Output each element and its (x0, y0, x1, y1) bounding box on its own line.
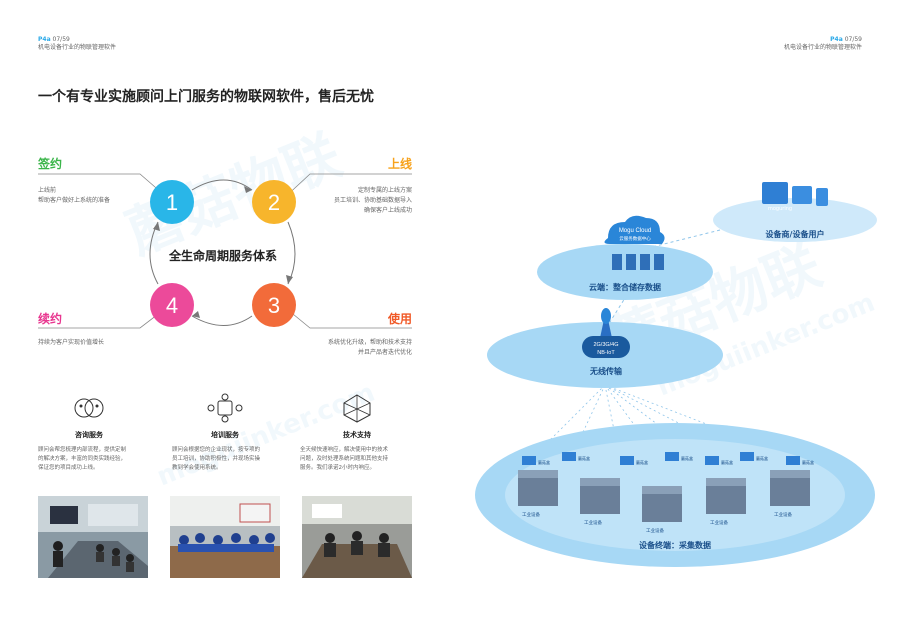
page-header-left: P4a 07/59 机电设备行业的物联管理软件 (38, 36, 116, 52)
svg-text:蘑菇盒: 蘑菇盒 (578, 455, 590, 461)
svg-text:蘑菇盒: 蘑菇盒 (721, 459, 733, 465)
cloud-icon (604, 215, 665, 244)
page-header-right: P4a 07/59 机电设备行业的物联管理软件 (784, 36, 862, 52)
service-title-consulting: 咨询服务 (75, 431, 103, 439)
svg-text:工业设备: 工业设备 (710, 519, 728, 526)
stage-desc-sign: 上线前 帮助客户做好上系统的准备 (38, 187, 111, 204)
service-title-training: 培训服务 (211, 431, 239, 439)
wireless-tier-label: 无线传输 (589, 366, 623, 376)
network-architecture-diagram: moguring 设备商/设备用户 Mogu Cloud 云服务数据中心 云端：… (475, 182, 877, 567)
photo-consulting-meeting (38, 496, 148, 578)
service-title-tech-support: 技术支持 (343, 431, 371, 439)
lifecycle-node-2 (252, 180, 296, 224)
stage-desc-renew: 持续为客户实现价值增长 (38, 339, 105, 346)
page-number: P4a (38, 36, 51, 43)
arrowhead-icon (244, 186, 252, 193)
arrowhead-icon (153, 222, 160, 231)
page-title: 一个有专业实施顾问上门服务的物联网软件，售后无忧 (38, 89, 374, 105)
page-total: 07/59 (844, 36, 862, 43)
consulting-icon (74, 398, 104, 418)
svg-text:蘑菇盒: 蘑菇盒 (802, 459, 814, 465)
arrowhead-icon (286, 275, 293, 284)
loop-arrow (149, 221, 159, 285)
laptop-icon (792, 186, 812, 204)
svg-text:蘑菇盒: 蘑菇盒 (538, 459, 550, 465)
svg-text:工业设备: 工业设备 (584, 519, 602, 526)
lifecycle-node-4 (150, 283, 194, 327)
node-number: 3 (268, 293, 280, 318)
desktop-icon (762, 182, 788, 204)
loop-arrow (191, 179, 253, 191)
cloud-label: Mogu Cloud (619, 228, 651, 234)
svg-text:蘑菇盒: 蘑菇盒 (681, 455, 693, 461)
svg-text:工业设备: 工业设备 (646, 527, 664, 534)
svg-text:蘑菇盒: 蘑菇盒 (636, 459, 648, 465)
cloud-tier-ellipse (537, 244, 713, 300)
service-desc-tech-support: 全天候快速响应，解决使用中的技术问题，及时处理系统问题和其他支持服务。我们承诺2… (300, 447, 389, 471)
phone-icon (816, 188, 828, 206)
lifecycle-node-3 (252, 283, 296, 327)
connector-line (281, 173, 412, 201)
svg-text:蘑菇盒: 蘑菇盒 (756, 455, 768, 461)
node-number: 2 (268, 190, 280, 215)
wireless-tag (582, 336, 630, 358)
page-number: P4a (830, 36, 843, 43)
iot-box-group: 蘑菇盒 蘑菇盒 蘑菇盒 蘑菇盒 蘑菇盒 蘑菇盒 蘑菇盒 (522, 452, 814, 465)
node-number: 1 (166, 190, 178, 215)
stage-desc-use: 系统优化升级，帮助和技术支持 并且产品者迭代优化 (327, 339, 412, 356)
antenna-icon (601, 308, 611, 324)
training-icon (207, 393, 243, 423)
industrial-equipment-group: 工业设备 工业设备 工业设备 工业设备 工业设备 (518, 470, 810, 534)
photo-tech-support (302, 496, 412, 578)
connector-line (281, 304, 412, 329)
service-desc-training: 顾问会根据您的企业现状，按专项的员工培训，协助积极性，并现场实操教到学会使用系统… (172, 447, 261, 471)
loop-arrow (287, 221, 296, 285)
wireless-tag-label: 2G/3G/4G (593, 342, 618, 348)
photo-training-session (170, 496, 280, 578)
tech-support-icon (343, 394, 371, 423)
header-subtitle: 机电设备行业的物联管理软件 (38, 44, 117, 51)
cloud-tier-label: 云端：整合储存数据 (589, 282, 661, 292)
svg-text:工业设备: 工业设备 (522, 511, 540, 518)
stage-desc-launch: 定制专属的上线方案 员工培训、协助基础数据导入 确保客户上线成功 (333, 187, 412, 214)
svg-text:工业设备: 工业设备 (774, 511, 792, 518)
server-rack-icon (612, 254, 664, 270)
stage-label-use: 使用 (388, 312, 413, 326)
lifecycle-center-label: 全生命周期服务体系 (168, 248, 277, 263)
header-subtitle: 机电设备行业的物联管理软件 (783, 44, 862, 51)
page-total: 07/59 (52, 36, 70, 43)
device-user-ellipse (713, 198, 877, 242)
connector-line (38, 304, 171, 329)
stage-label-sign: 签约 (38, 157, 63, 171)
terminal-tier-label: 设备终端：采集数据 (639, 540, 711, 550)
connector-line (38, 173, 171, 201)
lifecycle-diagram: 1 2 3 4 全生命周期服务体系 (38, 173, 412, 329)
loop-arrow (191, 315, 253, 326)
stage-label-renew: 续约 (38, 312, 63, 326)
cloud-sublabel: 云服务数据中心 (619, 235, 651, 242)
mogu-app-label: moguring (768, 206, 792, 212)
arrowhead-icon (192, 311, 200, 318)
device-user-label: 设备商/设备用户 (766, 229, 825, 239)
service-desc-consulting: 顾问会帮您梳理内部流程，提供定制的解决方案，丰富的同类实践经验，保证您的项目成功… (38, 447, 127, 471)
wireless-tag-label: NB-IoT (597, 350, 615, 356)
lifecycle-node-1 (150, 180, 194, 224)
stage-label-launch: 上线 (388, 157, 413, 171)
node-number: 4 (166, 293, 178, 318)
